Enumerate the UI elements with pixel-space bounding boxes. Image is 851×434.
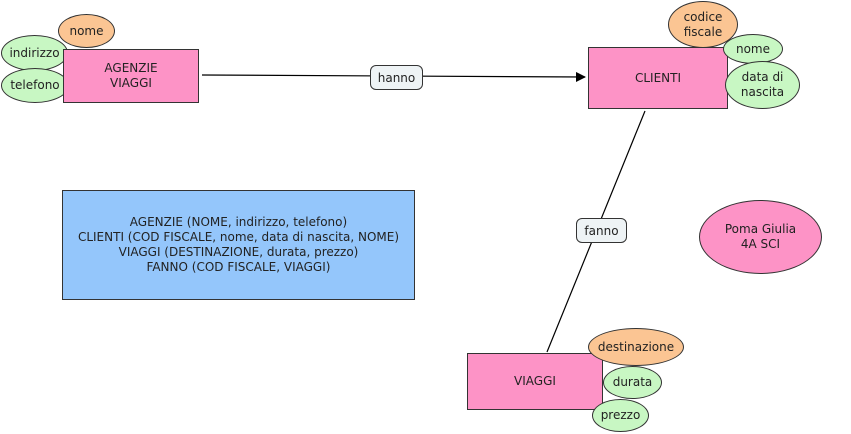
attribute-agenzie-telefono[interactable]: telefono [1,68,69,103]
attribute-label: destinazione [597,339,675,354]
attribute-label: codice fiscale [683,9,723,39]
attribute-clienti-data-nascita[interactable]: data di nascita [725,61,800,109]
attribute-label: indirizzo [9,45,60,60]
attribute-clienti-codice-fiscale[interactable]: codice fiscale [668,1,738,48]
schema-line-viaggi: VIAGGI (DESTINAZIONE, durata, prezzo) [118,245,359,259]
relational-schema-box: AGENZIE (NOME, indirizzo, telefono) CLIE… [62,190,415,300]
entity-label: AGENZIE VIAGGI [104,61,158,90]
entity-clienti[interactable]: CLIENTI [588,47,728,109]
author-note: Poma Giulia 4A SCI [699,200,822,274]
relationship-fanno[interactable]: fanno [576,218,627,243]
attribute-label: prezzo [600,408,641,422]
schema-line-agenzie: AGENZIE (NOME, indirizzo, telefono) [129,215,348,229]
attribute-agenzie-indirizzo[interactable]: indirizzo [1,35,68,71]
entity-agenzie-viaggi[interactable]: AGENZIE VIAGGI [63,49,199,103]
relationship-label: fanno [584,223,619,238]
schema-line-fanno: FANNO (COD FISCALE, VIAGGI) [146,260,331,274]
schema-line-clienti: CLIENTI (COD FISCALE, nome, data di nasc… [77,230,400,244]
attribute-agenzie-nome[interactable]: nome [58,14,115,48]
attribute-viaggi-prezzo[interactable]: prezzo [592,399,649,432]
relationship-hanno[interactable]: hanno [370,65,423,90]
author-label: Poma Giulia 4A SCI [724,222,797,251]
attribute-viaggi-durata[interactable]: durata [603,366,662,399]
attribute-label: data di nascita [740,70,785,99]
attribute-label: nome [735,41,771,56]
entity-label: CLIENTI [634,70,682,85]
attribute-viaggi-destinazione[interactable]: destinazione [588,328,684,366]
relationship-label: hanno [377,70,416,85]
attribute-label: telefono [10,78,60,92]
entity-label: VIAGGI [514,374,556,388]
attribute-label: nome [69,23,104,38]
entity-viaggi[interactable]: VIAGGI [467,353,603,410]
attribute-clienti-nome[interactable]: nome [723,34,783,64]
attribute-label: durata [612,375,653,389]
